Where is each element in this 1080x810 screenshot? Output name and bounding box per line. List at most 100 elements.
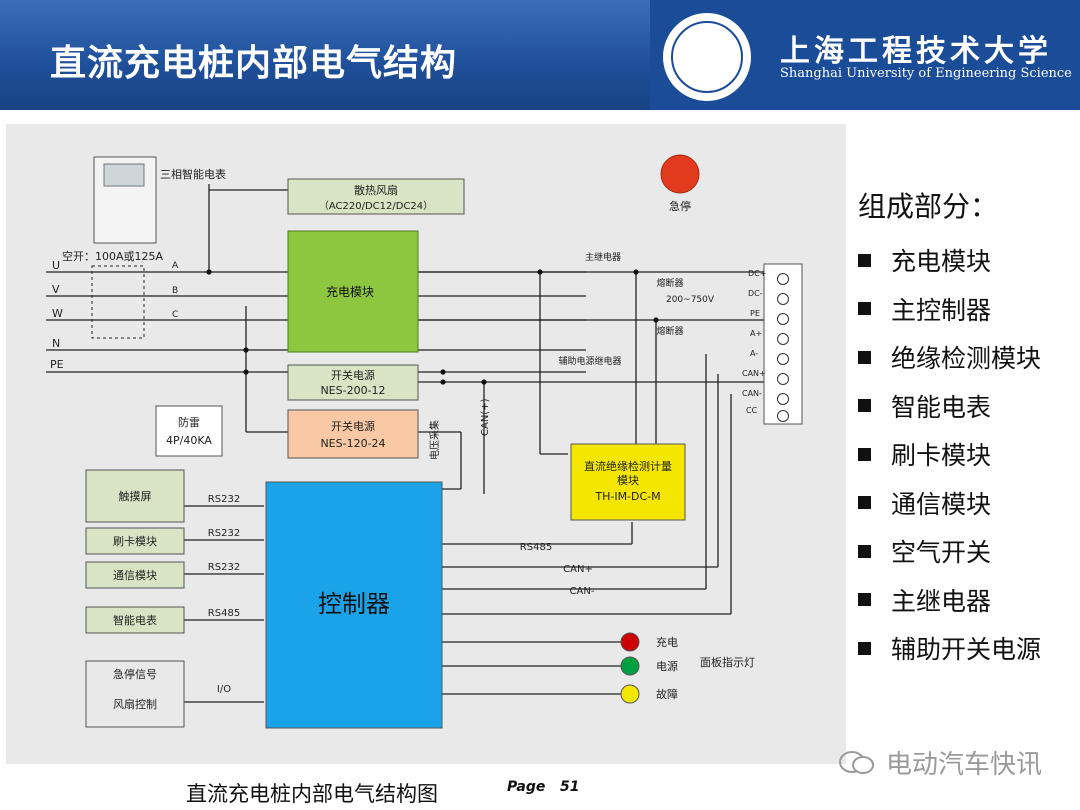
university-name-cn: 上海工程技术大学: [780, 34, 1052, 69]
psu1-label: 开关电源: [331, 368, 375, 382]
watermark: 电动汽车快讯: [838, 744, 1042, 781]
meter-label: 三相智能电表: [160, 167, 226, 181]
card-reader-label: 刷卡模块: [113, 535, 157, 548]
touchscreen-box: [85, 469, 185, 523]
lamp-power: [620, 656, 640, 676]
wiring-diagram: 三相智能电表 散热风扇 （AC220/DC12/DC24） 急停 空开：100A…: [6, 124, 846, 764]
comm-module-box: [85, 561, 185, 589]
can-plus-vertical: CAN(+): [480, 398, 491, 436]
psu-nes-200-12: [287, 364, 419, 401]
header-bar: 直流充电桩内部电气结构 上海工程技术大学 Shanghai University…: [0, 0, 1080, 110]
terminal-a-minus: A-: [750, 349, 758, 358]
fuse-1-label: 熔断器: [656, 277, 683, 289]
voltage-range: 200~750V: [666, 295, 715, 305]
watermark-text: 电动汽车快讯: [886, 750, 1043, 780]
list-item: 通信模块: [858, 479, 1041, 528]
list-item: 智能电表: [858, 382, 1041, 431]
charge-module-label: 充电模块: [326, 284, 374, 299]
list-item: 空气开关: [858, 527, 1041, 576]
aux-relay-label: 辅助电源继电器: [558, 355, 621, 367]
wechat-icon: [839, 750, 874, 774]
square-bullet-icon: [858, 641, 871, 655]
square-bullet-icon: [858, 496, 871, 510]
lamp-fault: [620, 684, 640, 704]
line-a: A: [172, 261, 179, 271]
line-c: C: [172, 310, 178, 320]
main-relay-label: 主继电器: [585, 251, 621, 263]
phase-n: N: [52, 337, 60, 350]
bus-rs232-touch: RS232: [208, 494, 240, 505]
panel-lamp-label: 面板指示灯: [700, 655, 755, 669]
lightning-protector: [155, 405, 223, 457]
air-switch: [91, 265, 145, 339]
psu-nes-120-24: [287, 409, 419, 459]
square-bullet-icon: [858, 447, 871, 461]
lightning-spec: 4P/40KA: [166, 434, 212, 447]
figure-caption: 直流充电桩内部电气结构图: [186, 782, 438, 806]
list-item: 辅助开关电源: [858, 624, 1041, 673]
bus-can-minus: CAN-: [570, 586, 595, 597]
components-title: 组成部分：: [858, 190, 999, 223]
list-item: 绝缘检测模块: [858, 333, 1041, 382]
fan-label: 散热风扇: [354, 183, 398, 197]
lamp-charge: [620, 632, 640, 652]
cooling-fan-box: [287, 178, 465, 215]
list-item: 主控制器: [858, 285, 1041, 334]
terminal-dc-plus: DC+: [748, 269, 766, 278]
lamp-charge-label: 充电: [656, 635, 678, 649]
lamp-fault-label: 故障: [656, 687, 678, 701]
list-item: 充电模块: [858, 236, 1041, 285]
bus-can-plus: CAN+: [563, 564, 593, 575]
square-bullet-icon: [858, 302, 871, 316]
io-box-label-2: 风扇控制: [113, 697, 157, 711]
page-title: 直流充电桩内部电气结构: [50, 43, 458, 84]
air-switch-label: 空开：100A或125A: [62, 249, 164, 263]
terminal-can-minus: CAN-: [742, 389, 762, 398]
bus-rs485-meter: RS485: [208, 608, 240, 619]
fan-spec: （AC220/DC12/DC24）: [319, 200, 433, 212]
charge-module: [287, 230, 419, 353]
phase-w: W: [52, 307, 63, 320]
card-reader-box: [85, 527, 185, 555]
insulation-label-2: 模块: [617, 474, 639, 487]
square-bullet-icon: [858, 253, 871, 267]
terminal-pe: PE: [750, 309, 760, 318]
fuse-2-label: 熔断器: [656, 325, 683, 337]
terminal-can-plus: CAN+: [742, 369, 766, 378]
insulation-model: TH-IM-DC-M: [594, 490, 660, 503]
square-bullet-icon: [858, 593, 871, 607]
psu1-model: NES-200-12: [320, 384, 385, 397]
estop-label: 急停: [669, 199, 691, 213]
touchscreen-label: 触摸屏: [119, 489, 152, 503]
terminal-pins: [777, 273, 789, 422]
controller-label: 控制器: [318, 590, 390, 618]
square-bullet-icon: [858, 350, 871, 364]
wiring-diagram-svg: 三相智能电表 散热风扇 （AC220/DC12/DC24） 急停 空开：100A…: [46, 154, 803, 729]
psu2-label: 开关电源: [331, 419, 375, 433]
university-logo: [660, 10, 754, 104]
io-box-label-1: 急停信号: [113, 667, 157, 681]
phase-pe: PE: [50, 358, 64, 371]
emergency-stop-button[interactable]: [660, 154, 700, 194]
phase-u: U: [52, 259, 60, 272]
lightning-label: 防雷: [178, 415, 200, 429]
terminal-dc-minus: DC-: [748, 289, 763, 298]
bus-rs232-comm: RS232: [208, 562, 240, 573]
line-b: B: [172, 286, 178, 296]
terminal-block: [763, 263, 803, 425]
components-list: 充电模块 主控制器 绝缘检测模块 智能电表 刷卡模块 通信模块 空气开关 主继电…: [858, 236, 1041, 673]
square-bullet-icon: [858, 399, 871, 413]
page-label: Page: [507, 779, 546, 795]
bus-rs485-insulation: RS485: [520, 542, 552, 553]
lamp-power-label: 电源: [656, 659, 678, 673]
phase-v: V: [52, 283, 60, 296]
terminal-a-plus: A+: [750, 329, 762, 338]
list-item: 刷卡模块: [858, 430, 1041, 479]
terminal-cc: CC: [746, 406, 758, 415]
insulation-detection-module: [570, 443, 686, 521]
smart-meter-box: [85, 606, 185, 634]
voltage-sample-label: 电压采集: [428, 420, 441, 460]
io-box: [85, 660, 185, 728]
square-bullet-icon: [858, 544, 871, 558]
smart-meter-label: 智能电表: [113, 613, 157, 627]
